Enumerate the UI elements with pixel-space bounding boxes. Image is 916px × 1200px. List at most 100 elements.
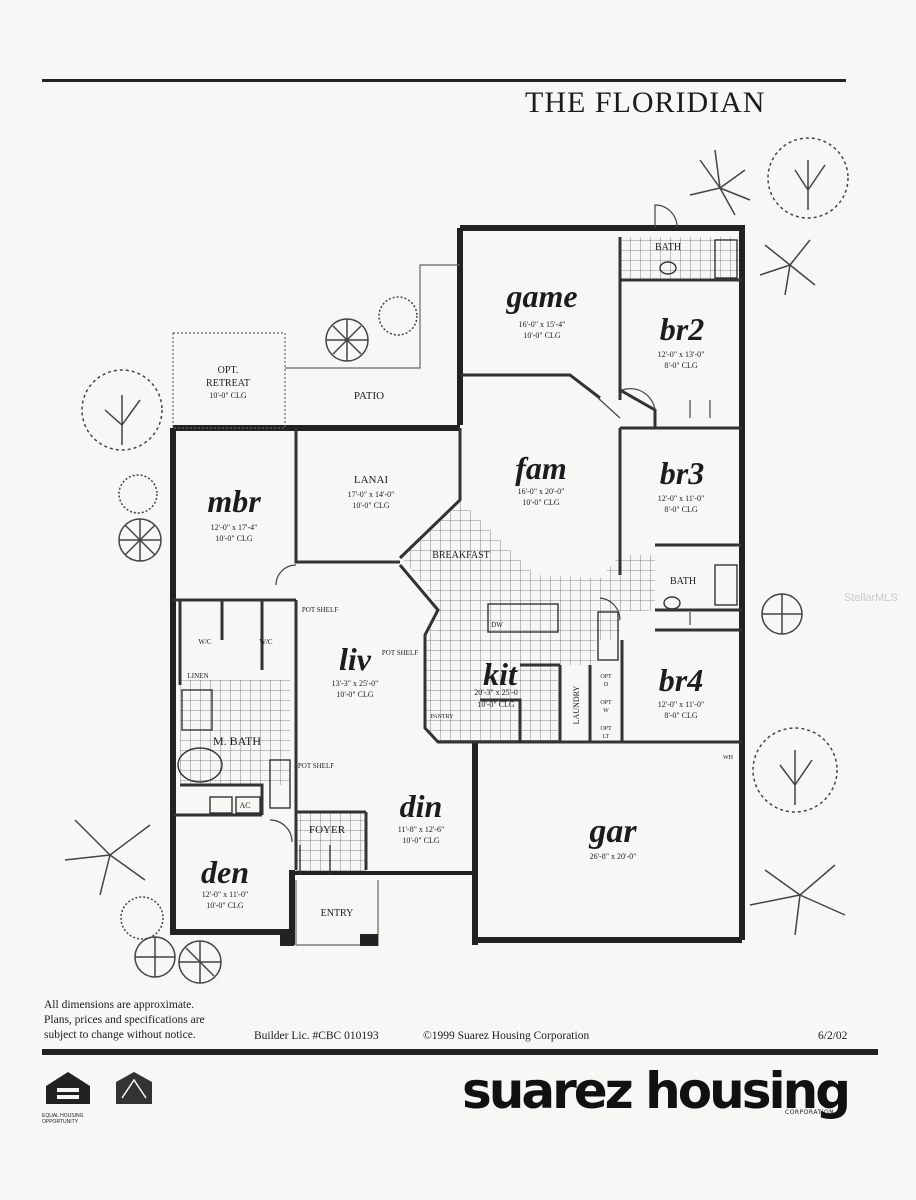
top-rule	[42, 79, 846, 82]
pot-shelf-label: POT SHELF	[382, 649, 418, 657]
door-swings	[269, 204, 711, 843]
tree-icon	[81, 369, 163, 451]
liv-name: liv	[339, 641, 372, 677]
laundry-label: LAUNDRY	[572, 685, 581, 724]
br2-dims: 12'-0" x 13'-0"	[658, 350, 705, 359]
fixtures	[177, 239, 738, 875]
tree-icon	[767, 137, 849, 219]
lanai-dims: 17'-0" x 14'-0"	[348, 490, 395, 499]
shrub-icon	[120, 896, 164, 940]
exterior-walls	[170, 225, 745, 945]
game-room-clg: 10'-0" CLG	[523, 331, 561, 340]
foyer-label: FOYER	[309, 824, 346, 836]
opt-retreat-clg: 10'-0" CLG	[209, 391, 247, 400]
wic-label: W/C	[198, 638, 212, 646]
palm-icon	[64, 819, 151, 896]
bath-top-label: BATH	[655, 242, 681, 253]
br3-clg: 8'-0" CLG	[664, 505, 698, 514]
game-room-name: game	[505, 278, 577, 314]
company-logo: suarez housing	[462, 1062, 851, 1120]
liv-dims: 13'-3" x 25'-0"	[332, 679, 379, 688]
shrub-icon	[134, 936, 176, 978]
din-clg: 10'-0" CLG	[402, 836, 440, 845]
opt-lt-label: OPT	[600, 726, 612, 732]
disclaimer-line: All dimensions are approximate.	[44, 999, 195, 1011]
outdoor-zones	[172, 264, 460, 946]
house-icon	[46, 1072, 90, 1104]
den-name: den	[201, 854, 249, 890]
footer-rule	[42, 1049, 878, 1055]
opt-washer-label: W	[603, 708, 609, 714]
eho-label: EQUAL HOUSING	[42, 1113, 84, 1119]
shrub-icon	[325, 318, 369, 362]
fam-dims: 16'-0" x 20'-0"	[518, 487, 565, 496]
watermark: StellarMLS	[844, 592, 898, 604]
gar-dims: 26'-8" x 20'-0"	[590, 852, 637, 861]
mbr-name: mbr	[207, 483, 261, 519]
br3-name: br3	[660, 455, 704, 491]
bath-mid-label: BATH	[670, 576, 696, 587]
mbr-clg: 10'-0" CLG	[215, 534, 253, 543]
disclaimer: All dimensions are approximate. Plans, p…	[44, 998, 205, 1043]
eho-label: OPPORTUNITY	[42, 1119, 79, 1125]
kit-dims: 20'-3" x 25'-0	[474, 688, 517, 697]
company-logo-sub: CORPORATION	[785, 1109, 835, 1116]
shrub-icon	[118, 474, 158, 514]
linen-label: LINEN	[188, 672, 209, 680]
dw-label: DW	[491, 621, 503, 629]
den-clg: 10'-0" CLG	[206, 901, 244, 910]
association-logo	[112, 1068, 156, 1108]
br4-clg: 8'-0" CLG	[664, 711, 698, 720]
copyright: ©1999 Suarez Housing Corporation	[423, 1030, 590, 1042]
opt-washer-label: OPT	[600, 700, 612, 706]
pot-shelf-label: POT SHELF	[298, 762, 334, 770]
gar-name: gar	[588, 813, 637, 850]
mbr-dims: 12'-0" x 17'-4"	[211, 523, 258, 532]
palm-icon	[759, 239, 816, 296]
plan-date: 6/2/02	[818, 1030, 848, 1042]
water-heater-label: WH	[723, 755, 734, 761]
palm-icon	[749, 864, 846, 936]
tiled-floors	[180, 237, 740, 874]
br4-name: br4	[659, 662, 703, 698]
disclaimer-line: subject to change without notice.	[44, 1029, 196, 1041]
patio-label: PATIO	[354, 390, 384, 402]
fam-clg: 10'-0" CLG	[522, 498, 560, 507]
opt-retreat-label: OPT.	[218, 365, 239, 376]
palm-icon	[689, 149, 751, 216]
fam-name: fam	[515, 450, 567, 486]
builder-license: Builder Lic. #CBC 010193	[254, 1030, 379, 1042]
din-dims: 11'-8" x 12'-6"	[398, 825, 444, 834]
game-room-dims: 16'-0" x 15'-4"	[519, 320, 566, 329]
pot-shelf-label: POT SHELF	[302, 606, 338, 614]
opt-dryer-label: D	[604, 682, 609, 688]
breakfast-label: BREAKFAST	[432, 550, 490, 561]
br4-dims: 12'-0" x 11'-0"	[658, 700, 704, 709]
shrub-icon	[118, 518, 162, 562]
den-dims: 12'-0" x 11'-0"	[202, 890, 248, 899]
kit-clg: 10'-0" CLG	[477, 700, 515, 709]
landscaping	[64, 137, 849, 984]
opt-lt-label: LT	[603, 734, 610, 740]
building-seal-icon	[116, 1072, 152, 1104]
pantry-label: PANTRY	[430, 714, 454, 720]
liv-clg: 10'-0" CLG	[336, 690, 374, 699]
disclaimer-line: Plans, prices and specifications are	[44, 1014, 205, 1026]
br2-name: br2	[660, 311, 704, 347]
entry-label: ENTRY	[321, 908, 354, 919]
m-bath-label: M. BATH	[213, 734, 261, 748]
opt-dryer-label: OPT	[600, 674, 612, 680]
br3-dims: 12'-0" x 11'-0"	[658, 494, 704, 503]
page-title: THE FLORIDIAN	[525, 86, 766, 119]
ac-label: AC	[239, 801, 250, 810]
room-labels: OPT. RETREAT 10'-0" CLG PATIO game 16'-0…	[188, 242, 734, 919]
br2-clg: 8'-0" CLG	[664, 361, 698, 370]
din-name: din	[400, 788, 443, 824]
equal-housing-logo: EQUAL HOUSING OPPORTUNITY	[42, 1068, 94, 1125]
tree-icon	[752, 727, 838, 813]
lanai-label: LANAI	[354, 474, 389, 486]
lanai-clg: 10'-0" CLG	[352, 501, 390, 510]
shrub-icon	[178, 940, 222, 984]
opt-retreat-label: RETREAT	[206, 378, 250, 389]
